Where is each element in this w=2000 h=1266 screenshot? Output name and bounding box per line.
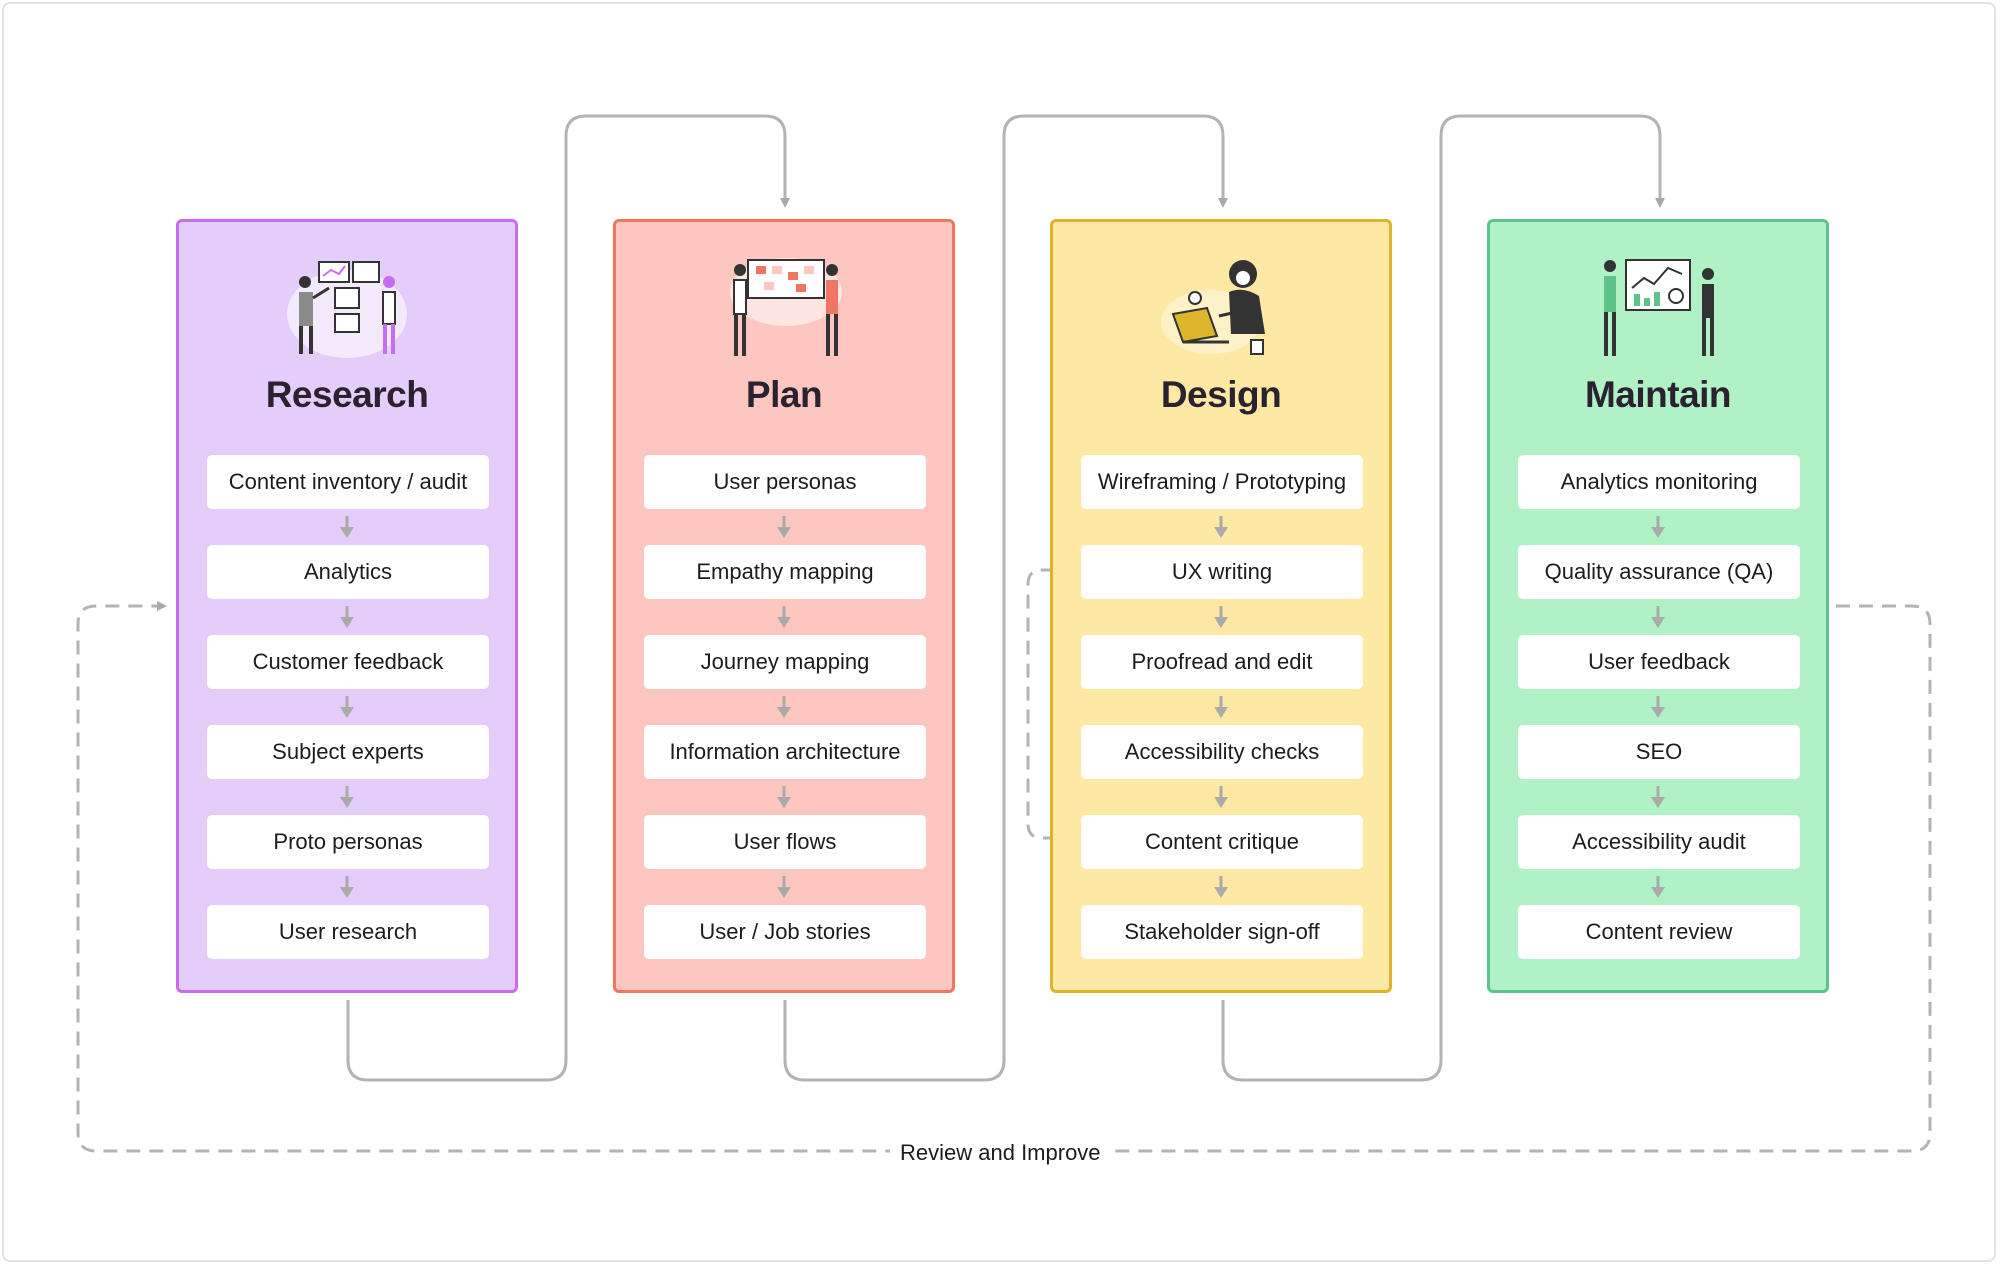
down-arrow-icon bbox=[340, 696, 354, 718]
step-accessibility-checks: Accessibility checks bbox=[1081, 725, 1363, 779]
step-seo: SEO bbox=[1518, 725, 1800, 779]
stage-title: Plan bbox=[745, 374, 823, 415]
stage-title: Maintain bbox=[1584, 374, 1732, 415]
step-ux-writing: UX writing bbox=[1081, 545, 1363, 599]
step-user-feedback: User feedback bbox=[1518, 635, 1800, 689]
step-subject-experts: Subject experts bbox=[207, 725, 489, 779]
down-arrow-icon bbox=[1214, 606, 1228, 628]
stage-plan: Plan User personas Empathy mapping Journ… bbox=[613, 219, 955, 993]
step-user-flows: User flows bbox=[644, 815, 926, 869]
step-journey-mapping: Journey mapping bbox=[644, 635, 926, 689]
down-arrow-icon bbox=[340, 876, 354, 898]
down-arrow-icon bbox=[777, 876, 791, 898]
step-accessibility-audit: Accessibility audit bbox=[1518, 815, 1800, 869]
down-arrow-icon bbox=[1214, 516, 1228, 538]
down-arrow-icon bbox=[1214, 696, 1228, 718]
step-quality-assurance: Quality assurance (QA) bbox=[1518, 545, 1800, 599]
stage-research: Research Content inventory / audit Analy… bbox=[176, 219, 518, 993]
research-illustration-icon bbox=[287, 261, 407, 358]
step-user-personas: User personas bbox=[644, 455, 926, 509]
step-content-inventory-audit: Content inventory / audit bbox=[207, 455, 489, 509]
step-content-review: Content review bbox=[1518, 905, 1800, 959]
design-illustration-icon bbox=[1161, 260, 1265, 355]
maintain-illustration-icon bbox=[1604, 259, 1714, 356]
step-wireframing-prototyping: Wireframing / Prototyping bbox=[1081, 455, 1363, 509]
stage-design: Design Wireframing / Prototyping UX writ… bbox=[1050, 219, 1392, 993]
down-arrow-icon bbox=[777, 606, 791, 628]
step-customer-feedback: Customer feedback bbox=[207, 635, 489, 689]
down-arrow-icon bbox=[1651, 696, 1665, 718]
connector-plan-to-design bbox=[783, 114, 1228, 1082]
review-loop-label: Review and Improve bbox=[890, 1138, 1111, 1168]
stage-title: Design bbox=[1160, 374, 1282, 415]
step-information-architecture: Information architecture bbox=[644, 725, 926, 779]
down-arrow-icon bbox=[1651, 786, 1665, 808]
step-user-job-stories: User / Job stories bbox=[644, 905, 926, 959]
down-arrow-icon bbox=[1651, 876, 1665, 898]
down-arrow-icon bbox=[340, 786, 354, 808]
down-arrow-icon bbox=[1651, 606, 1665, 628]
step-empathy-mapping: Empathy mapping bbox=[644, 545, 926, 599]
step-analytics-monitoring: Analytics monitoring bbox=[1518, 455, 1800, 509]
step-proto-personas: Proto personas bbox=[207, 815, 489, 869]
connector-research-to-plan bbox=[346, 114, 790, 1082]
down-arrow-icon bbox=[340, 606, 354, 628]
connector-design-to-maintain bbox=[1221, 114, 1665, 1082]
stage-title: Research bbox=[265, 374, 429, 415]
down-arrow-icon bbox=[777, 516, 791, 538]
down-arrow-icon bbox=[1214, 876, 1228, 898]
step-stakeholder-sign-off: Stakeholder sign-off bbox=[1081, 905, 1363, 959]
plan-illustration-icon bbox=[730, 258, 842, 356]
step-content-critique: Content critique bbox=[1081, 815, 1363, 869]
step-analytics: Analytics bbox=[207, 545, 489, 599]
down-arrow-icon bbox=[340, 516, 354, 538]
step-proofread-and-edit: Proofread and edit bbox=[1081, 635, 1363, 689]
down-arrow-icon bbox=[1651, 516, 1665, 538]
stage-maintain: Maintain Analytics monitoring Quality as… bbox=[1487, 219, 1829, 993]
down-arrow-icon bbox=[777, 786, 791, 808]
step-user-research: User research bbox=[207, 905, 489, 959]
down-arrow-icon bbox=[1214, 786, 1228, 808]
down-arrow-icon bbox=[777, 696, 791, 718]
